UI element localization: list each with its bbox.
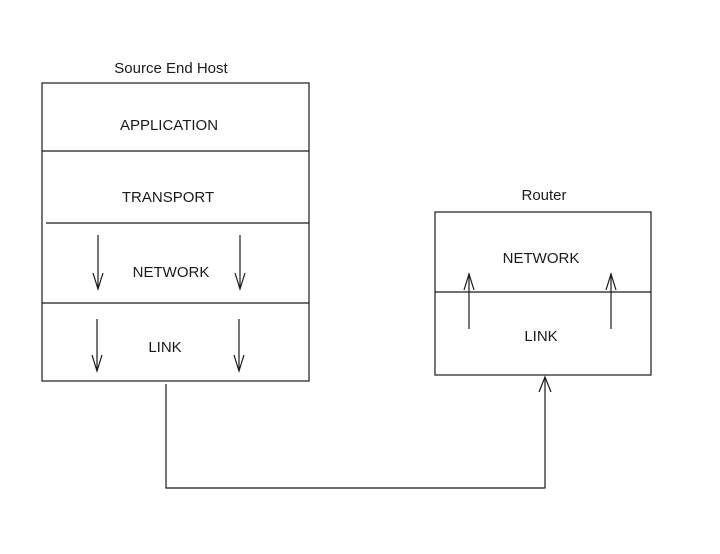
source-host-box — [41, 82, 310, 382]
down-arrow-link-left — [91, 319, 103, 374]
up-arrow-router-left — [463, 271, 475, 329]
router: Router NETWORK LINK — [434, 187, 652, 376]
router-layer-link: LINK — [524, 328, 557, 345]
router-title: Router — [521, 187, 566, 204]
source-layer-network: NETWORK — [133, 264, 210, 281]
source-layer-application: APPLICATION — [120, 117, 218, 134]
source-layer-transport: TRANSPORT — [122, 189, 214, 206]
source-host-title: Source End Host — [114, 60, 228, 77]
source-end-host: Source End Host APPLICATION TRANSPORT NE… — [41, 60, 310, 382]
router-layer-network: NETWORK — [503, 250, 580, 267]
down-arrow-network-right — [234, 235, 246, 292]
down-arrow-link-right — [233, 319, 245, 374]
host-to-router-link-arrow — [165, 375, 552, 489]
down-arrow-network-left — [92, 235, 104, 292]
source-layer-link: LINK — [148, 339, 181, 356]
up-arrow-router-right — [605, 271, 617, 329]
router-box — [434, 211, 652, 376]
